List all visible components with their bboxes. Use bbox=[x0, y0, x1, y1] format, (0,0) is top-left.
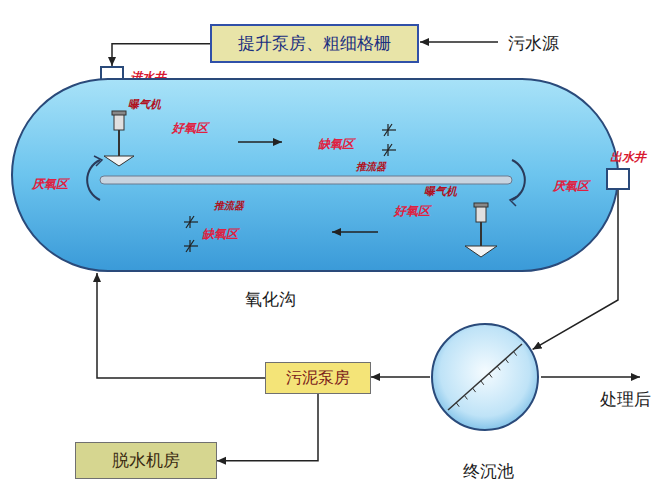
zone-label: 缺氧区 bbox=[318, 136, 354, 153]
zone-label: 好氧区 bbox=[394, 203, 430, 220]
zone-label: 推流器 bbox=[356, 160, 386, 174]
zone-label: 厌氧区 bbox=[32, 176, 68, 193]
node-text: 终沉池 bbox=[463, 460, 514, 483]
process-box: 脱水机房 bbox=[75, 442, 217, 479]
node-text: 氧化沟 bbox=[245, 288, 296, 311]
zone-label: 好氧区 bbox=[172, 120, 208, 137]
flow-connector bbox=[97, 273, 265, 378]
inflow-arrow bbox=[420, 41, 498, 43]
clarifier-illustration bbox=[430, 322, 540, 432]
outflow-arrow bbox=[541, 376, 640, 378]
flow-connector bbox=[217, 394, 318, 461]
clarifier-circle: 终沉池 bbox=[430, 322, 540, 432]
flow-connector bbox=[112, 44, 210, 66]
aerator bbox=[465, 203, 497, 257]
zone-label: 污水源 bbox=[508, 32, 559, 55]
process-box: 提升泵房、粗细格栅 bbox=[210, 24, 419, 63]
zone-label: 曝气机 bbox=[424, 184, 457, 199]
zone-label: 曝气机 bbox=[128, 97, 161, 112]
node-text: 提升泵房、粗细格栅 bbox=[238, 33, 391, 54]
zone-label: 厌氧区 bbox=[553, 178, 589, 195]
node-text: 出水井 bbox=[610, 149, 646, 166]
oxidation-ditch: 氧化沟 bbox=[10, 78, 620, 274]
process-box: 污泥泵房 bbox=[265, 362, 371, 394]
ditch-illustration bbox=[10, 78, 620, 274]
aerator bbox=[104, 111, 134, 166]
flow-connector bbox=[371, 376, 430, 378]
zone-label: 处理后 bbox=[600, 388, 651, 411]
zone-label: 缺氧区 bbox=[202, 226, 238, 243]
zone-label: 推流器 bbox=[214, 199, 244, 213]
well-box: 出水井 bbox=[606, 168, 630, 190]
node-text: 脱水机房 bbox=[112, 450, 180, 471]
propeller bbox=[184, 124, 396, 252]
node-text: 污泥泵房 bbox=[286, 368, 350, 388]
